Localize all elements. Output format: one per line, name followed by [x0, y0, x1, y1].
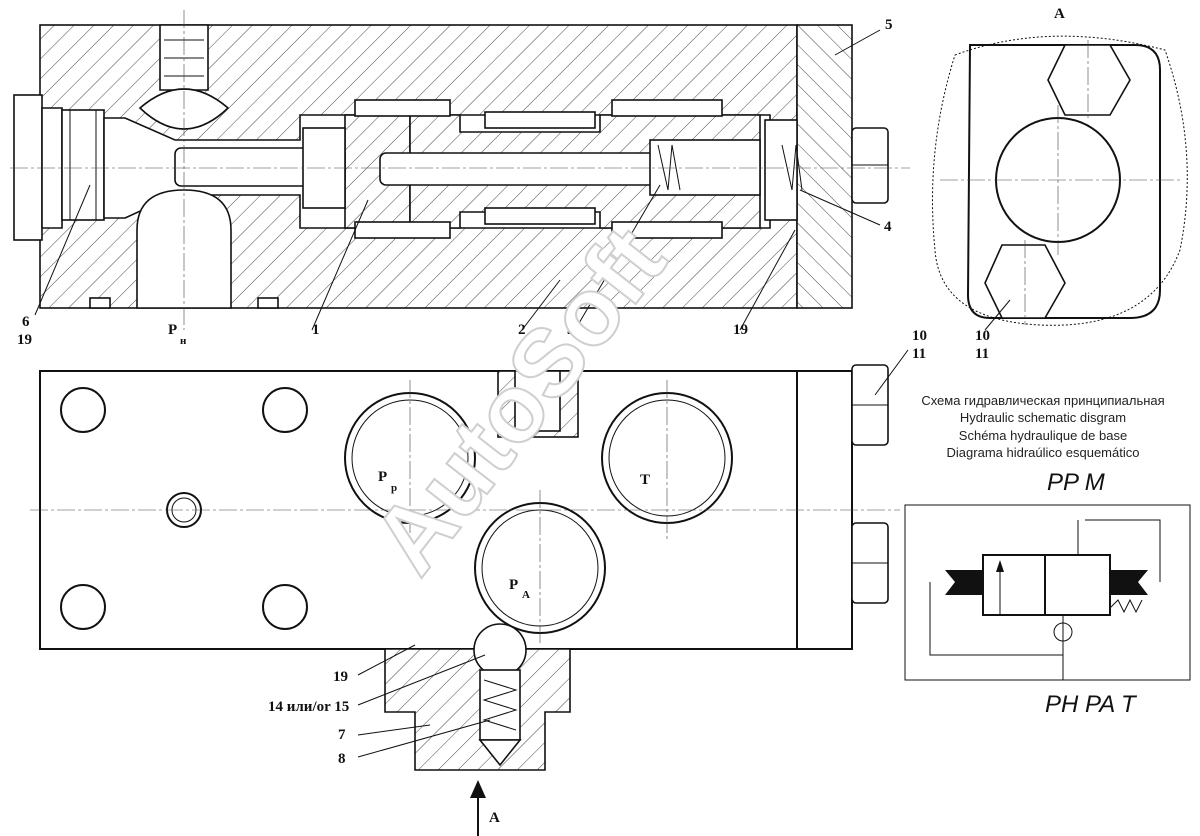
spring-chamber	[649, 139, 761, 196]
label-19-a: 19	[17, 332, 32, 348]
schematic-bottom-ports: PH PA T	[1045, 691, 1138, 718]
view-a-title: A	[1054, 6, 1065, 22]
mount-hole-4	[262, 584, 308, 630]
schematic-title-es: Diagrama hidraúlico esquemático	[947, 445, 1140, 460]
port-pn-sub: н	[180, 335, 187, 347]
port-t-label: T	[640, 472, 650, 488]
label-19-b: 19	[733, 322, 748, 338]
arrow-a-label: A	[489, 810, 500, 826]
mount-hole-2	[262, 387, 308, 433]
arrow-a-head	[470, 780, 486, 798]
label-3: 3	[567, 322, 575, 338]
valve-block-right	[1044, 554, 1111, 616]
view-a-hex-top	[1047, 44, 1131, 116]
label-8: 8	[338, 751, 346, 767]
section-view	[10, 10, 910, 330]
groove-bot-1	[354, 221, 451, 239]
schematic-symbol	[904, 504, 1191, 681]
label-10-b: 10	[975, 328, 990, 344]
schematic-top-ports: PP M	[1047, 469, 1105, 496]
port-pp-sub: p	[391, 482, 397, 494]
label-11-b: 11	[975, 346, 989, 362]
groove-top-3	[611, 99, 723, 117]
pilot-left	[945, 570, 983, 595]
label-14-15: 14 или/or 15	[268, 699, 349, 715]
view-a	[932, 35, 1188, 326]
mount-hole-3	[60, 584, 106, 630]
label-5: 5	[885, 17, 893, 33]
leader-lines	[34, 29, 1011, 758]
valve-block-left	[982, 554, 1046, 616]
view-a-outline	[932, 35, 1188, 326]
label-19-c: 19	[333, 669, 348, 685]
port-pp-label: P	[378, 469, 387, 485]
port-pn-label: P	[168, 322, 177, 338]
plug-thread	[61, 109, 105, 221]
schematic-border	[904, 504, 1191, 681]
groove-top-2	[484, 111, 596, 129]
label-2: 2	[518, 322, 526, 338]
check-valve-housing	[384, 648, 571, 771]
schematic-title-fr: Schéma hydraulique de base	[959, 428, 1127, 443]
port-pa-sub: A	[522, 589, 530, 601]
groove-top-1	[354, 99, 451, 117]
end-cover-section	[796, 24, 853, 309]
schematic-title-en: Hydraulic schematic disgram	[960, 410, 1126, 425]
spring-3	[657, 144, 681, 191]
plan-view	[30, 364, 900, 836]
left-plug-flange	[13, 94, 43, 241]
label-7: 7	[338, 727, 346, 743]
label-6: 6	[22, 314, 30, 330]
check-ball	[473, 623, 527, 677]
label-4: 4	[884, 219, 892, 235]
end-chamber	[764, 119, 798, 221]
spring-4	[781, 144, 803, 191]
pilot-right	[1110, 570, 1148, 595]
mount-hole-1	[60, 387, 106, 433]
label-1: 1	[312, 322, 320, 338]
view-a-body	[966, 44, 1161, 319]
label-10-a: 10	[912, 328, 927, 344]
return-spring	[1109, 598, 1143, 614]
groove-bot-3	[611, 221, 723, 239]
groove-bot-2	[484, 207, 596, 225]
schematic-title-ru: Схема гидравлическая принципиальная	[921, 393, 1164, 408]
check-spring	[482, 679, 518, 731]
port-pa-label: P	[509, 577, 518, 593]
label-11-a: 11	[912, 346, 926, 362]
